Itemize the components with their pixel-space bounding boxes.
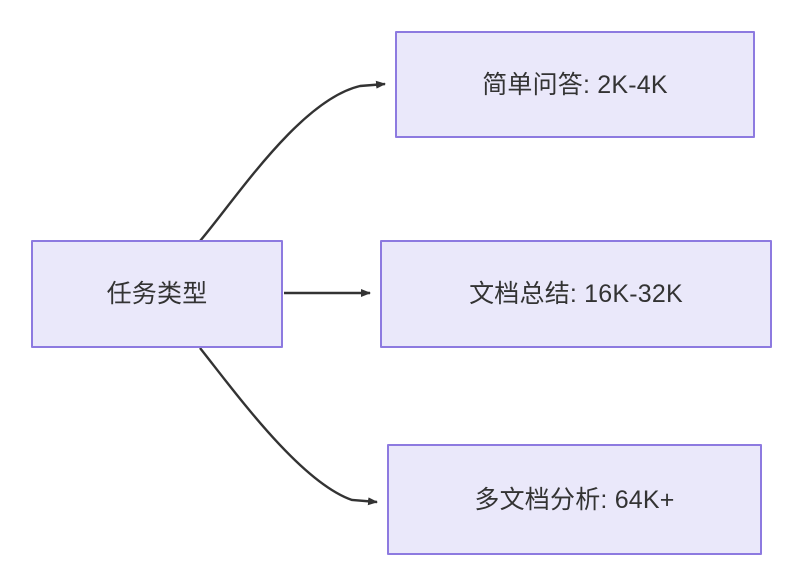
node-multi-doc-label: 多文档分析: 64K+: [474, 485, 675, 514]
node-multi-doc[interactable]: 多文档分析: 64K+: [387, 444, 762, 555]
node-task-type-label: 任务类型: [106, 280, 208, 308]
edge-source-to-simple-qa: [199, 80, 386, 242]
node-simple-qa[interactable]: 简单问答: 2K-4K: [395, 31, 755, 138]
edge-source-to-multi-doc: [199, 347, 378, 506]
node-doc-summary[interactable]: 文档总结: 16K-32K: [380, 240, 772, 348]
node-doc-summary-label: 文档总结: 16K-32K: [469, 280, 683, 308]
node-task-type[interactable]: 任务类型: [31, 240, 283, 348]
node-simple-qa-label: 简单问答: 2K-4K: [482, 70, 668, 99]
